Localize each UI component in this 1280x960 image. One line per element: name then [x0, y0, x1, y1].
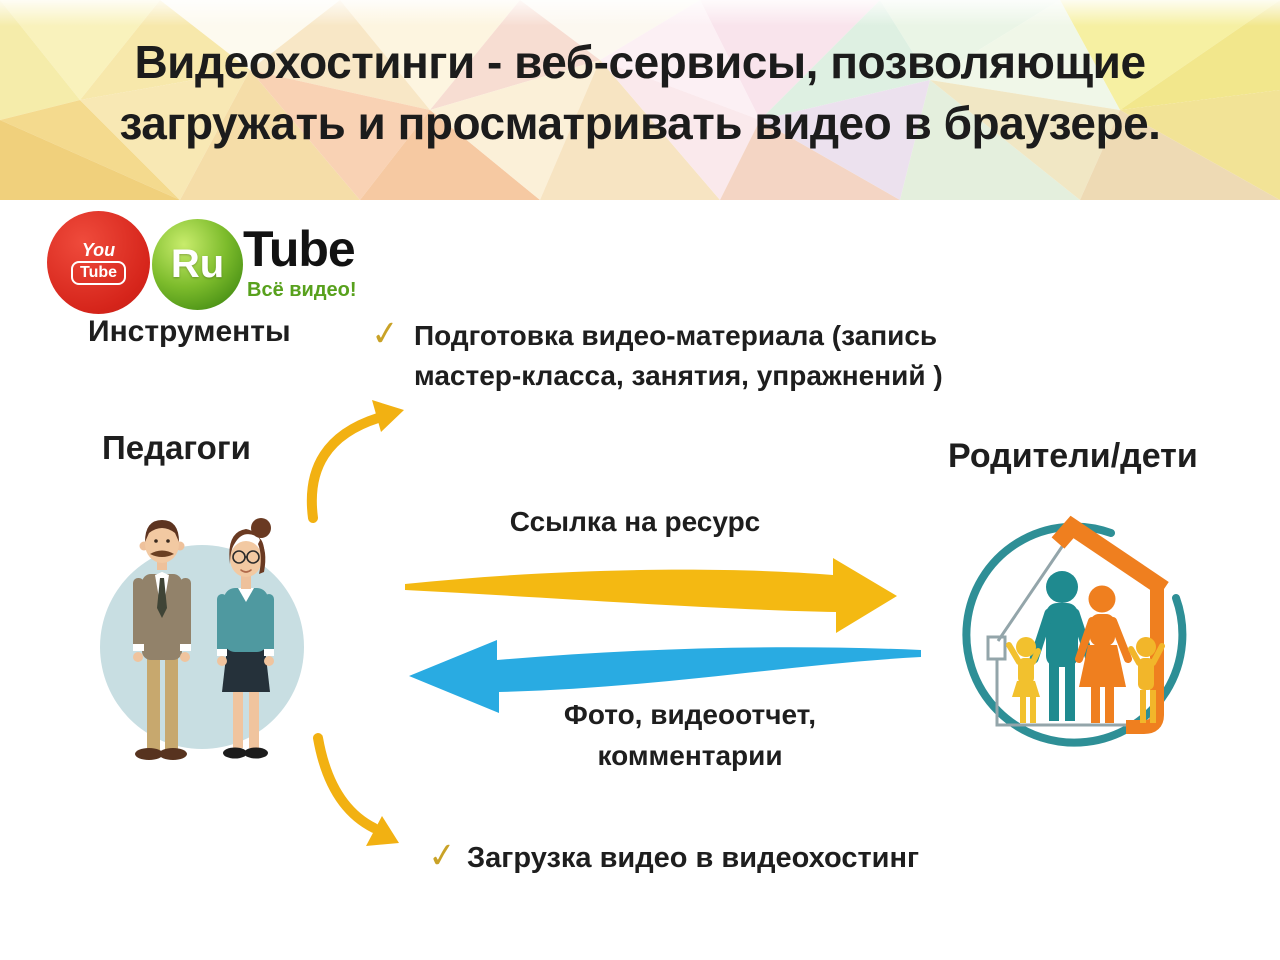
teachers-label: Педагоги: [102, 429, 251, 466]
teachers-illustration: [100, 518, 304, 760]
rutube-logo-tube-text: Tube: [243, 221, 356, 277]
rutube-logo-ru-text: Ru: [170, 242, 225, 286]
tools-label: Инструменты: [88, 315, 291, 348]
check-icon: ✓: [426, 835, 459, 877]
low-poly-background: [0, 0, 1280, 200]
feedback-label-line1: Фото, видеоотчет,: [563, 699, 817, 730]
curved-arrow-up-icon: [306, 400, 404, 523]
house-roof: [1051, 515, 1169, 734]
family-mother-figure: [1075, 585, 1132, 723]
header-band: Видеохостинги - веб-сервисы, позволяющие…: [0, 0, 1280, 200]
family-girl-figure: [1006, 637, 1041, 723]
house-outline: [986, 534, 1146, 727]
youtube-logo: You Tube: [47, 211, 150, 314]
page-title: Видеохостинги - веб-сервисы, позволяющие…: [0, 32, 1280, 154]
page-title-line2: загружать и просматривать видео в браузе…: [119, 97, 1161, 149]
family-house-icon: [962, 515, 1187, 747]
checklist-item-2-text: Загрузка видео в видеохостинг: [467, 842, 920, 874]
rutube-tagline: Всё видео!: [247, 279, 357, 301]
parents-children-label: Родители/дети: [948, 437, 1198, 475]
curved-arrow-down-icon: [313, 733, 399, 846]
feedback-label-line2: комментарии: [597, 740, 783, 771]
teacher-woman-figure: [217, 518, 274, 759]
family-boy-figure: [1128, 637, 1165, 723]
teacher-man-figure: [133, 520, 191, 760]
youtube-logo-you-text: You: [81, 239, 116, 260]
checklist-item-1-line1: Подготовка видео-материала (запись: [414, 320, 938, 351]
link-arrow-right-icon: [405, 558, 897, 633]
link-to-resource-label: Ссылка на ресурс: [509, 506, 761, 537]
page-title-line1: Видеохостинги - веб-сервисы, позволяющие: [134, 36, 1146, 88]
checklist-item-1-line2: мастер-класса, занятия, упражнений ): [414, 360, 943, 391]
check-icon: ✓: [369, 313, 402, 355]
youtube-logo-tube-text: Tube: [70, 260, 127, 285]
rutube-logo: Ru: [152, 219, 243, 310]
